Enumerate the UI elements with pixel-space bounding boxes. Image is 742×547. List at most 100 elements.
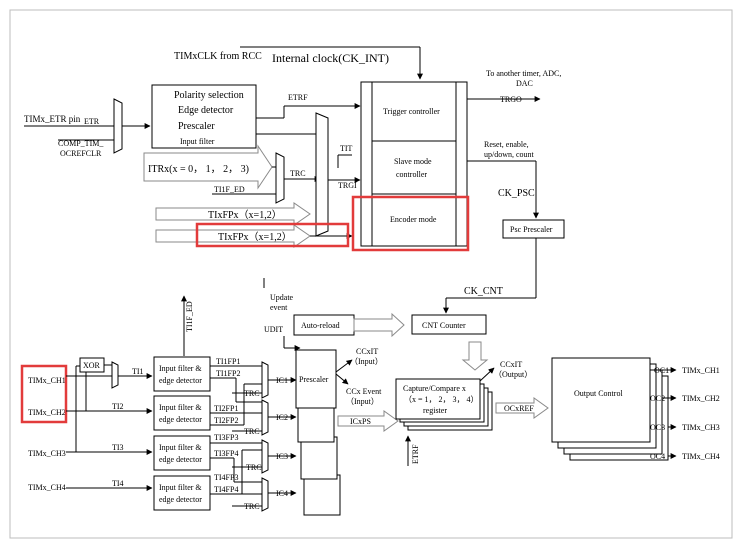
filter3-line2: edge detector [159, 455, 202, 464]
trc-label-1: TRC [244, 389, 260, 398]
ch3-label: TIMx_CH3 [28, 449, 66, 458]
outer-frame [9, 9, 733, 539]
ccxit-input-label: CCxIT [356, 347, 378, 356]
tixfpx-label-2: TIxFPx（x=1,2） [218, 231, 292, 243]
filter4-line1: Input filter & [159, 483, 202, 492]
update-label: Update [270, 293, 294, 302]
ti2fp1-label: TI2FP1 [214, 404, 238, 413]
ck-cnt-label: CK_CNT [464, 286, 503, 297]
filter2-line2: edge detector [159, 415, 202, 424]
itr-arrow [143, 144, 273, 190]
out-ch4-label: TIMx_CH4 [682, 452, 720, 461]
filter-box-2 [153, 395, 211, 431]
out-ch2-label: TIMx_CH2 [682, 394, 720, 403]
polarity-label: Polarity selection [174, 90, 244, 101]
prescaler-stack-3 [300, 436, 338, 480]
filter1-line2: edge detector [159, 376, 202, 385]
trc-label: TRC [290, 169, 306, 178]
icxps-arrow [337, 410, 399, 432]
timx-etr-pin-label: TIMx_ETR pin [24, 114, 81, 124]
filter4-line2: edge detector [159, 495, 202, 504]
out-ch3-label: TIMx_CH3 [682, 423, 720, 432]
slave-controller-block [360, 81, 468, 247]
ti2-label: TI2 [112, 402, 124, 411]
ic-mux-2 [261, 399, 269, 436]
event-label: event [270, 303, 288, 312]
filter-box-3 [153, 435, 211, 471]
polarity-box [151, 84, 257, 149]
ch4-label: TIMx_CH4 [28, 483, 66, 492]
ch2-label: TIMx_CH2 [28, 408, 66, 417]
ch1-label: TIMx_CH1 [28, 376, 66, 385]
dac-label: DAC [516, 79, 533, 88]
prescaler-label: Prescaler [178, 121, 215, 132]
etr-label: ETR [84, 117, 100, 126]
etrf-v-label: ETRF [411, 444, 420, 464]
tixfpx-label-1: TIxFPx（x=1,2） [208, 209, 282, 221]
ti1fp1-label: TI1FP1 [216, 357, 240, 366]
ic1-label: IC1 [276, 376, 288, 385]
ti3fp4-label: TI3FP4 [214, 449, 238, 458]
tixfpx-arrow-2 [155, 224, 311, 248]
capture-label-2: （x = 1， 2， 3， 4） [404, 395, 479, 404]
ti1fp2-label: TI1FP2 [216, 369, 240, 378]
trigger-controller-label: Trigger controller [383, 107, 440, 116]
tit-label: TIT [340, 144, 353, 153]
ccxit-in-arrow [335, 359, 353, 373]
input-filter-label: Input filter [180, 137, 215, 146]
ccx-event-paren: （Input） [346, 397, 379, 406]
trgo-label: TRGO [500, 95, 522, 104]
itr-label: ITRx(x = 0， 1， 2， 3) [148, 164, 249, 175]
capture-label-3: register [423, 406, 447, 415]
ic4-label: IC4 [276, 489, 288, 498]
tixfpx-highlight [195, 222, 350, 248]
capture-compare-box [395, 378, 481, 420]
encoder-mode-label: Encoder mode [390, 215, 437, 224]
ti3fp3-label: TI3FP3 [214, 433, 238, 442]
ti2fp2-label: TI2FP2 [214, 416, 238, 425]
psc-prescaler-box [502, 219, 565, 239]
prescaler-stack-4 [303, 474, 341, 516]
filter-box-1 [153, 356, 211, 392]
ic-mux-4 [261, 477, 269, 512]
ccx-event-label: CCx Event [346, 387, 382, 396]
output-control-box [551, 357, 651, 443]
ti4fp3-label: TI4FP3 [214, 473, 238, 482]
tixfpx-arrow-1 [155, 202, 311, 226]
input-ch-highlight [20, 364, 68, 424]
ck-psc-label: CK_PSC [498, 188, 535, 199]
ccxit-output-paren: （Output） [494, 370, 532, 379]
ti4fp4-label: TI4FP4 [214, 485, 238, 494]
ic2-label: IC2 [276, 413, 288, 422]
trgi-label: TRGI [338, 181, 357, 190]
auto-reload-label: Auto-reload [301, 321, 340, 330]
filter3-line1: Input filter & [159, 443, 202, 452]
controller-label: controller [396, 170, 427, 179]
ccx-event-arrow [335, 373, 349, 385]
udit-label: UDIT [264, 325, 283, 334]
ccxit-output-label: CCxIT [500, 360, 522, 369]
ccxit-input-paren: （Input） [350, 357, 383, 366]
ti1f-ed-label: TI1F_ED [214, 185, 245, 194]
trigger-mux [315, 112, 329, 237]
etr-mux [113, 98, 123, 154]
prescaler-box [295, 349, 337, 409]
psc-prescaler-label: Psc Prescaler [510, 225, 553, 234]
cnt-down-arrow [461, 341, 489, 371]
edge-detector-label: Edge detector [178, 105, 234, 116]
to-another-label: To another timer, ADC, [486, 69, 561, 78]
timxclk-label: TIMxCLK from RCC [174, 51, 262, 62]
ocxref-label: OCxREF [504, 404, 534, 413]
ic-mux-1 [261, 361, 269, 399]
filter-box-4 [153, 475, 211, 511]
cnt-counter-label: CNT Counter [422, 321, 466, 330]
oc3-label: OC3 [650, 423, 665, 432]
encoder-highlight [351, 195, 470, 252]
reload-arrow [353, 312, 405, 338]
comp-label: COMP_TIM_ [58, 139, 104, 148]
ic-mux-3 [261, 439, 269, 474]
out-ch1-label: TIMx_CH1 [682, 366, 720, 375]
ti3-label: TI3 [112, 443, 124, 452]
filter1-line1: Input filter & [159, 364, 202, 373]
